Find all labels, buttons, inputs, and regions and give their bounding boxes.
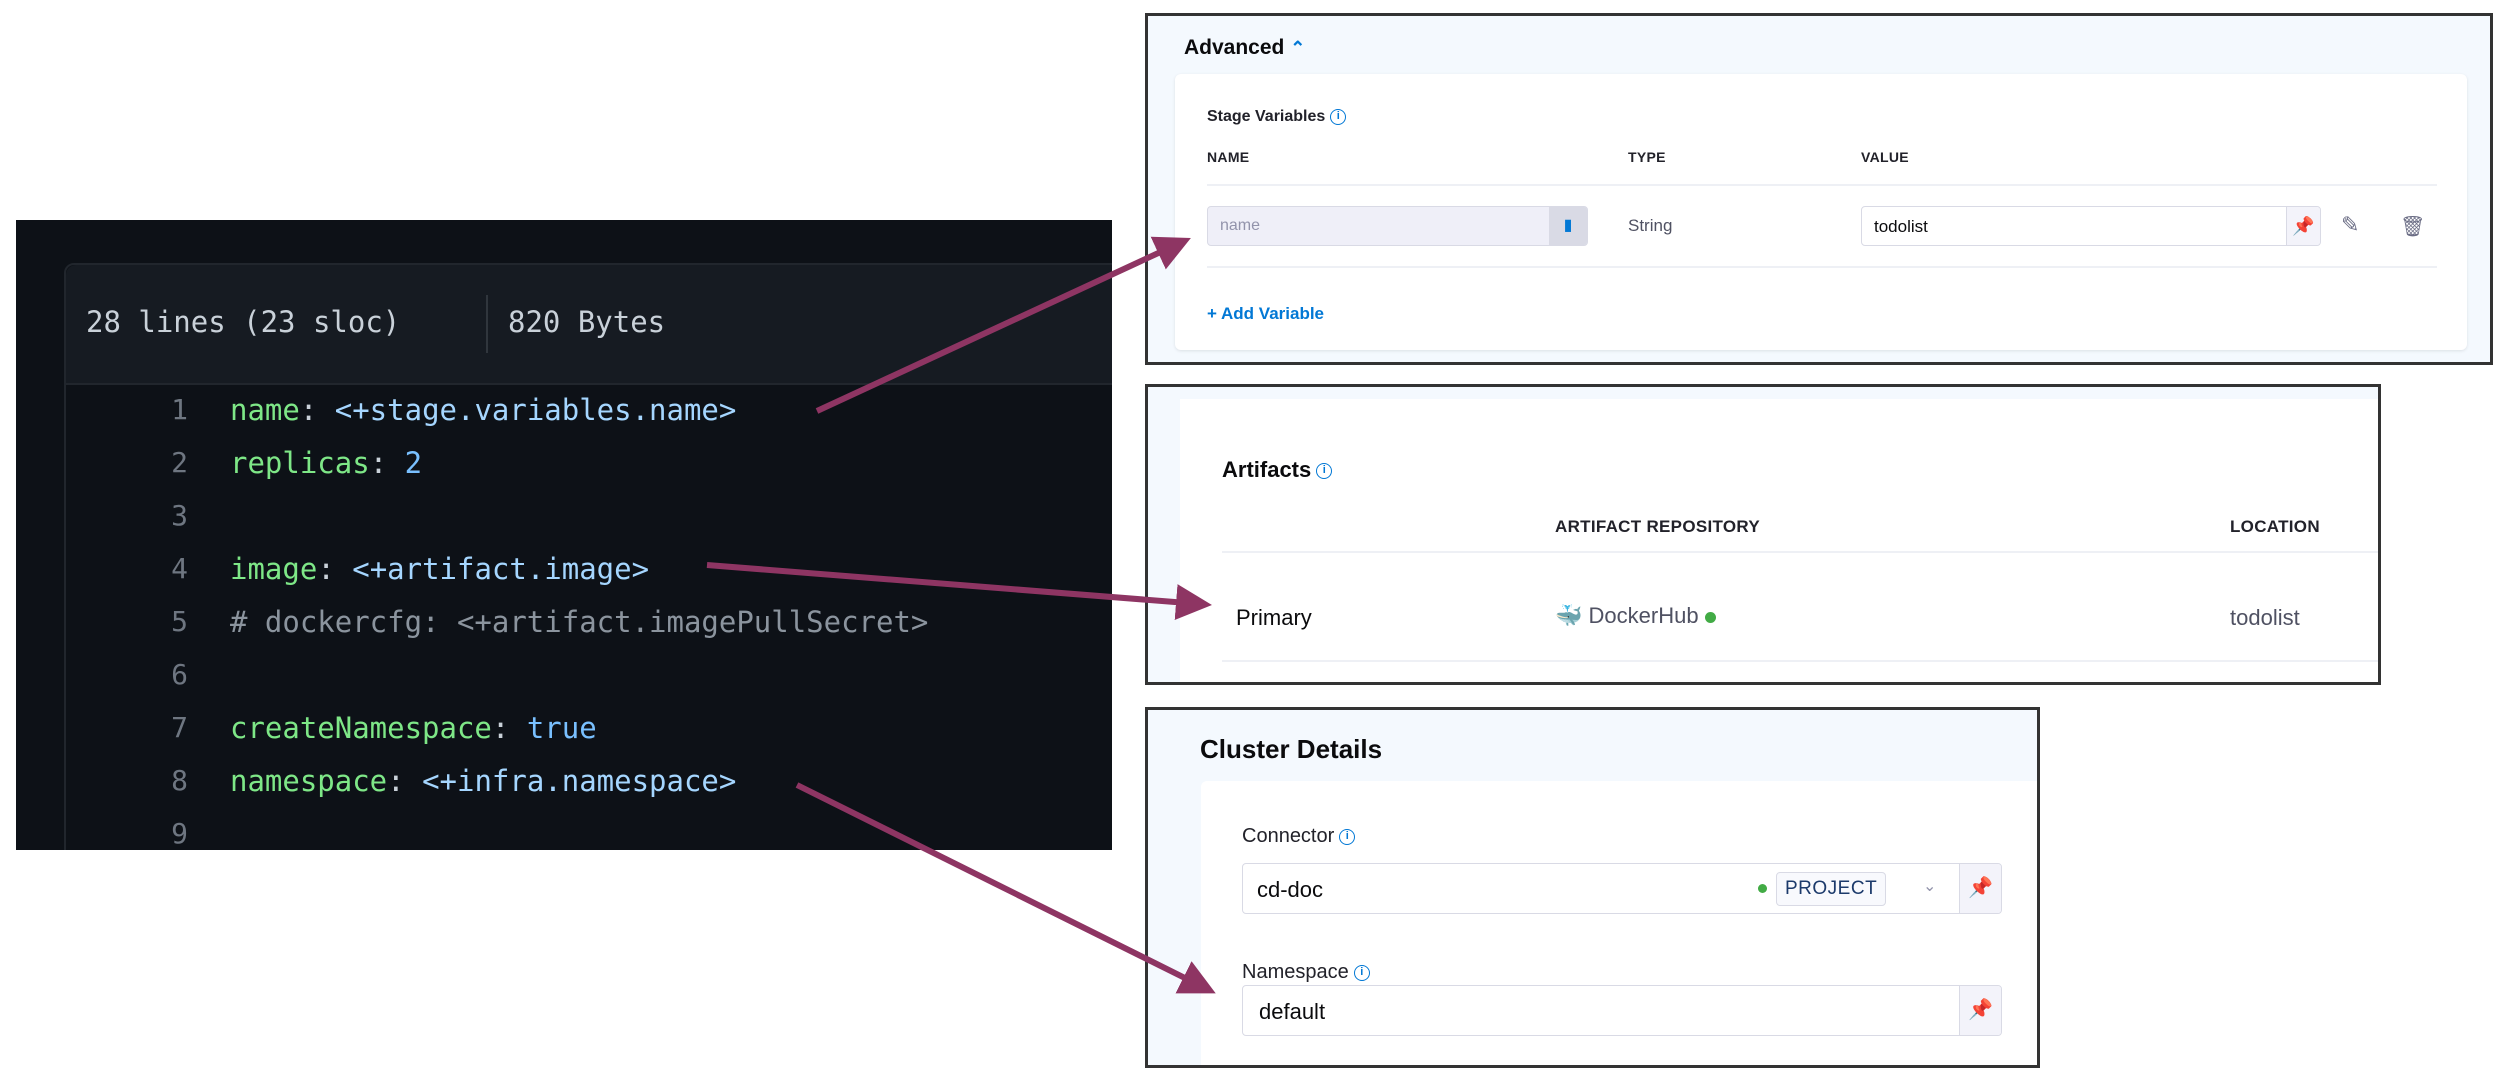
code-line: replicas: 2 — [230, 446, 423, 480]
arrow-name-to-stage-variable — [815, 236, 1191, 414]
arrow-namespace-to-cluster — [795, 782, 1216, 994]
copy-icon[interactable]: ▮ — [1549, 207, 1587, 245]
variable-type: String — [1628, 216, 1673, 235]
code-line: namespace: <+infra.namespace> — [230, 764, 737, 798]
pin-icon[interactable]: 📌 — [2286, 207, 2320, 245]
cluster-title: Cluster Details — [1200, 734, 1383, 764]
namespace-label: Namespace — [1242, 961, 1349, 983]
docker-icon: 🐳 — [1555, 603, 1583, 628]
col-name: NAME — [1207, 149, 1250, 165]
col-type: TYPE — [1628, 149, 1666, 165]
name-placeholder: name — [1220, 217, 1261, 234]
divider — [1222, 551, 2378, 553]
code-key: replicas — [230, 446, 370, 480]
code-line: createNamespace: true — [230, 711, 597, 745]
advanced-toggle[interactable]: Advanced ⌃ — [1184, 36, 1305, 60]
code-comment: # dockercfg: <+artifact.imagePullSecret> — [230, 605, 929, 639]
edit-icon[interactable]: ✎ — [2341, 212, 2360, 237]
line-number: 2 — [171, 446, 188, 479]
line-number: 9 — [171, 817, 188, 850]
delete-icon[interactable]: 🗑 — [2400, 216, 2426, 238]
code-value: true — [526, 711, 597, 745]
artifacts-title: Artifacts — [1222, 457, 1312, 482]
col-location: LOCATION — [2230, 517, 2320, 536]
status-dot — [1758, 884, 1767, 893]
code-view-panel: 28 lines (23 sloc) 820 Bytes 1 name: <+st… — [16, 220, 1112, 850]
arrow-image-to-artifact — [706, 562, 1212, 621]
artifact-location: todolist — [2230, 605, 2300, 630]
line-number: 5 — [171, 605, 188, 638]
chevron-up-icon: ⌃ — [1290, 38, 1306, 58]
divider — [1207, 266, 2437, 268]
code-key: image — [230, 552, 318, 586]
col-value: VALUE — [1861, 149, 1909, 165]
code-key: createNamespace — [230, 711, 492, 745]
code-key: name — [230, 393, 300, 427]
divider — [486, 295, 488, 353]
repository-name: DockerHub — [1588, 603, 1699, 628]
chevron-down-icon[interactable]: ⌄ — [1923, 878, 1937, 895]
info-icon[interactable]: i — [1330, 108, 1347, 125]
line-number: 8 — [171, 764, 188, 797]
code-key: namespace — [230, 764, 388, 798]
code-line: name: <+stage.variables.name> — [230, 393, 737, 427]
line-number: 4 — [171, 552, 188, 585]
status-dot — [1704, 611, 1716, 623]
code-value: <+stage.variables.name> — [334, 393, 737, 427]
line-number: 6 — [171, 658, 188, 691]
add-variable-button[interactable]: + Add Variable — [1207, 304, 1324, 323]
connector-value: cd-doc — [1257, 877, 1324, 902]
file-card: 28 lines (23 sloc) 820 Bytes 1 name: <+st… — [64, 263, 1112, 850]
artifact-repository[interactable]: 🐳 DockerHub — [1555, 603, 1716, 629]
code-value: 2 — [404, 446, 423, 480]
artifact-name: Primary — [1236, 605, 1312, 630]
code-value: <+artifact.image> — [352, 552, 650, 586]
code-line: image: <+artifact.image> — [230, 552, 650, 586]
code-value: <+infra.namespace> — [422, 764, 737, 798]
info-icon[interactable]: i — [1339, 828, 1356, 845]
advanced-title: Advanced — [1184, 36, 1285, 59]
info-icon[interactable]: i — [1353, 964, 1370, 981]
pin-icon[interactable]: 📌 — [1959, 986, 2001, 1035]
divider — [1222, 660, 2378, 662]
line-number: 3 — [171, 499, 188, 532]
stage-variables-title: Stage Variables — [1207, 108, 1326, 125]
scope-badge: PROJECT — [1776, 872, 1887, 906]
file-header: 28 lines (23 sloc) 820 Bytes — [66, 265, 1112, 385]
col-artifact-repository: ARTIFACT REPOSITORY — [1555, 517, 1760, 536]
pin-icon[interactable]: 📌 — [1959, 864, 2001, 913]
namespace-value: default — [1259, 999, 1326, 1024]
lines-info: 28 lines (23 sloc) — [86, 305, 401, 339]
variable-value-input[interactable]: todolist 📌 — [1861, 206, 2321, 246]
variable-name-input[interactable]: name ▮ — [1207, 206, 1588, 246]
variable-value: todolist — [1874, 217, 1928, 236]
line-number: 1 — [171, 393, 188, 426]
namespace-input[interactable]: default 📌 — [1242, 985, 2002, 1036]
size-info: 820 Bytes — [508, 305, 666, 339]
connector-label: Connector — [1242, 825, 1335, 847]
divider — [1207, 184, 2437, 186]
connector-select[interactable]: cd-doc PROJECT ⌄ 📌 — [1242, 863, 2002, 914]
info-icon[interactable]: i — [1316, 463, 1333, 480]
line-number: 7 — [171, 711, 188, 744]
code-line: # dockercfg: <+artifact.imagePullSecret> — [230, 605, 928, 639]
